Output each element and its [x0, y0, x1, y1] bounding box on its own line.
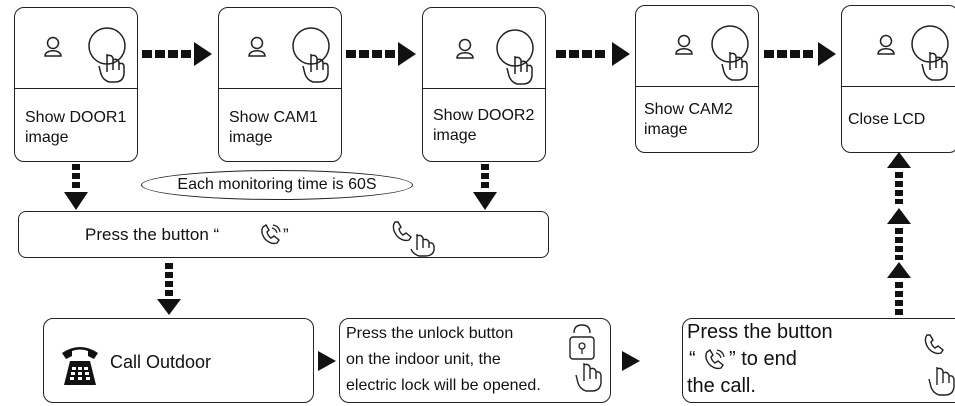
person-icon [248, 36, 266, 57]
person-icon [877, 34, 895, 55]
end-call-line2: ” to end [729, 348, 797, 370]
screen-close-panel [842, 6, 955, 87]
screen-door2-panel [423, 8, 545, 89]
phone-handset-icon [705, 349, 725, 370]
arrow-down-icon [473, 164, 497, 210]
press-button-bar: Press the button “ ” [18, 211, 549, 258]
screen-label: Show CAM2 image [644, 101, 733, 138]
end-call-line1: Press the button [687, 321, 833, 343]
screen-label: Close LCD [848, 111, 926, 128]
unlock-text: Press the unlock button on the indoor un… [346, 325, 541, 394]
end-call-line3: the call. [687, 375, 756, 397]
arrow-right-icon [764, 42, 836, 66]
screen-label: Show DOOR1 image [25, 109, 127, 146]
arrow-right-icon [622, 351, 640, 371]
screen-close: Close LCD [841, 5, 955, 153]
person-icon [44, 36, 62, 57]
arrow-up-icon [887, 208, 911, 260]
telephone-icon [62, 347, 98, 385]
person-icon [675, 34, 693, 55]
end-call-box: Press the button “ ” to end the call. [682, 318, 955, 403]
press-finger-icon [711, 25, 749, 81]
arrow-down-icon [64, 164, 88, 210]
call-outdoor-box: Call Outdoor [43, 318, 314, 403]
screen-door1-panel [15, 8, 137, 89]
arrow-right-icon [318, 351, 336, 371]
arrow-right-icon [142, 42, 212, 66]
screen-cam1: Show CAM1 image [218, 7, 342, 162]
arrow-right-icon [346, 42, 416, 66]
screen-cam2-panel [636, 6, 758, 87]
screen-label: Show CAM1 image [229, 109, 318, 146]
unlock-icon [569, 324, 602, 392]
call-outdoor-text: Call Outdoor [110, 352, 212, 372]
press-finger-icon [292, 27, 330, 83]
phone-handset-icon [261, 224, 281, 245]
screen-label: Show DOOR2 image [433, 107, 535, 144]
press-handset-icon [392, 221, 435, 257]
screen-door1: Show DOOR1 image [14, 7, 138, 162]
end-call-quote-open: “ [689, 348, 696, 370]
arrow-right-icon [556, 42, 630, 66]
monitoring-time-text: Each monitoring time is 60S [177, 176, 377, 193]
press-handset-icon [924, 334, 955, 396]
unlock-box: Press the unlock button on the indoor un… [339, 318, 611, 403]
screen-cam1-panel [219, 8, 341, 89]
press-button-suffix: ” [283, 225, 289, 244]
arrow-up-icon [887, 262, 911, 315]
arrow-down-icon [157, 263, 181, 315]
arrow-up-icon [887, 152, 911, 204]
press-finger-icon [88, 27, 126, 83]
screen-door2: Show DOOR2 image [422, 7, 546, 162]
monitoring-time-note: Each monitoring time is 60S [141, 170, 413, 200]
press-button-prefix: Press the button “ [85, 225, 220, 244]
press-finger-icon [911, 25, 949, 81]
person-icon [456, 38, 474, 59]
screen-cam2: Show CAM2 image [635, 5, 759, 153]
press-finger-icon [496, 29, 534, 85]
